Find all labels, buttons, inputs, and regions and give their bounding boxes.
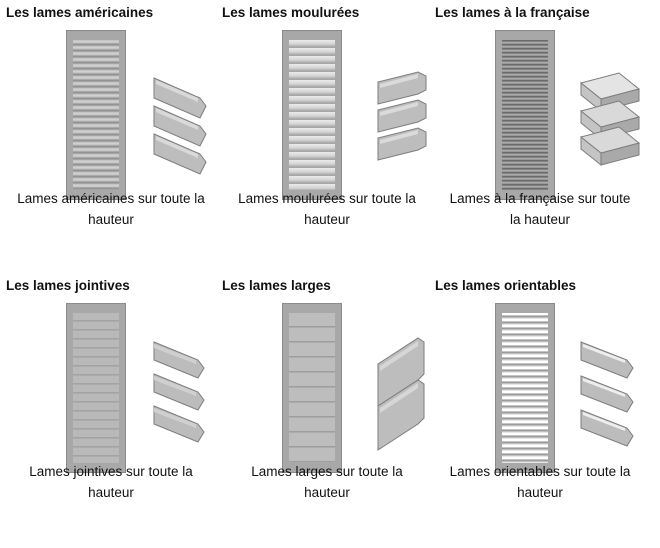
shutter-front-illustration [495, 303, 555, 473]
shutter-type-title: Les lames orientables [435, 278, 577, 293]
slat-profile-illustration [377, 71, 427, 161]
shutter-front-illustration [282, 30, 342, 200]
slat-profile-illustration [377, 337, 425, 451]
shutter-type-title: Les lames moulurées [222, 5, 360, 20]
shutter-type-orientables: Les lames orientables Lames orientables … [435, 278, 651, 548]
shutter-type-francaise: Les lames à la française Lames à la fran… [435, 5, 651, 275]
shutter-type-caption: Lames orientables sur toute la hauteur [449, 464, 631, 500]
shutter-type-americaines: Les lames américaines Lames américaines … [6, 5, 222, 275]
shutter-type-title: Les lames à la française [435, 5, 590, 20]
shutter-type-larges: Les lames larges Lames larges sur toute … [222, 278, 438, 548]
shutter-type-caption: Lames américaines sur toute la hauteur [17, 191, 205, 227]
shutter-type-title: Les lames américaines [6, 5, 154, 20]
shutter-front-illustration [282, 303, 342, 473]
shutter-type-caption: Lames moulurées sur toute la hauteur [238, 191, 416, 227]
slat-profile-illustration [153, 341, 205, 443]
shutter-front-illustration [66, 30, 126, 200]
slat-profile-illustration [153, 77, 207, 175]
shutter-type-caption: Lames jointives sur toute la hauteur [29, 464, 193, 500]
shutter-front-illustration [495, 30, 555, 200]
slat-profile-illustration [579, 72, 641, 167]
shutter-type-jointives: Les lames jointives Lames jointives sur … [6, 278, 222, 548]
slat-profile-illustration [580, 341, 634, 447]
shutter-type-title: Les lames larges [222, 278, 331, 293]
shutter-front-illustration [66, 303, 126, 473]
shutter-type-caption: Lames larges sur toute la hauteur [251, 464, 403, 500]
shutter-type-title: Les lames jointives [6, 278, 130, 293]
shutter-type-moulurees: Les lames moulurées Lames moulurées sur … [222, 5, 438, 275]
shutter-type-caption: Lames à la française sur toute la hauteu… [449, 191, 631, 227]
